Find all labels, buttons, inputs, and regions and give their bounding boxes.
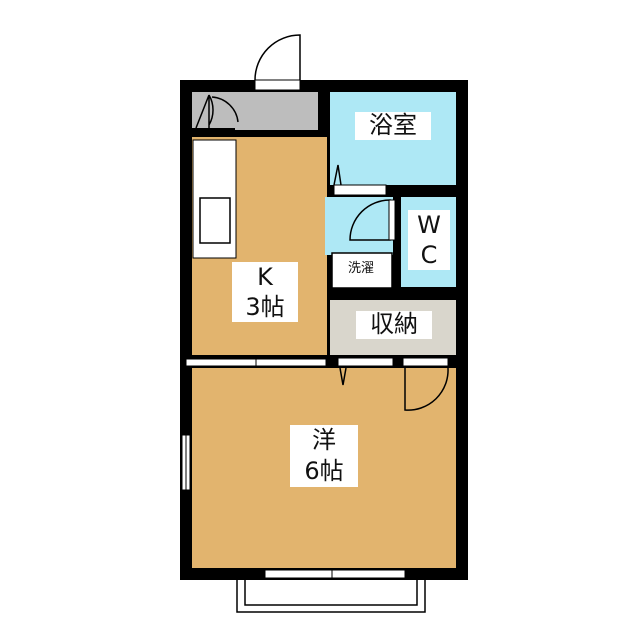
storage-door-marker <box>339 367 347 386</box>
wall <box>180 128 235 137</box>
laundry-label: 洗濯 <box>338 261 384 277</box>
shoe-cabinet-door[interactable] <box>195 94 214 129</box>
storage-label: 収納 <box>356 310 432 339</box>
shoe-cabinet-door-swing <box>211 96 239 123</box>
kitchen-label-1: K <box>257 263 273 291</box>
bath-door[interactable] <box>333 184 387 196</box>
storage-door-swing <box>404 367 449 411</box>
bath-label: 浴室 <box>355 111 431 140</box>
balcony <box>236 580 426 613</box>
wc-door[interactable] <box>349 199 391 241</box>
western-room-label: 洋 6帖 <box>290 425 358 488</box>
wc-door-panel <box>388 199 396 241</box>
window[interactable] <box>264 569 406 579</box>
kitchen-label: K 3帖 <box>232 262 298 322</box>
storage-door[interactable] <box>402 357 449 367</box>
kitchen-label-2: 3帖 <box>245 293 285 321</box>
washroom-floor <box>325 197 393 255</box>
sink <box>199 197 231 244</box>
bath-door-marker <box>333 164 342 186</box>
western-room-label-2: 6帖 <box>304 457 344 486</box>
wc-label-1: W <box>417 211 441 239</box>
entry-door[interactable] <box>254 34 301 81</box>
wc-label-2: C <box>420 241 438 269</box>
wc-label: W C <box>408 210 450 270</box>
western-room-label-1: 洋 <box>312 426 336 454</box>
storage-door[interactable] <box>337 357 394 367</box>
entry-door-opening <box>254 79 301 91</box>
